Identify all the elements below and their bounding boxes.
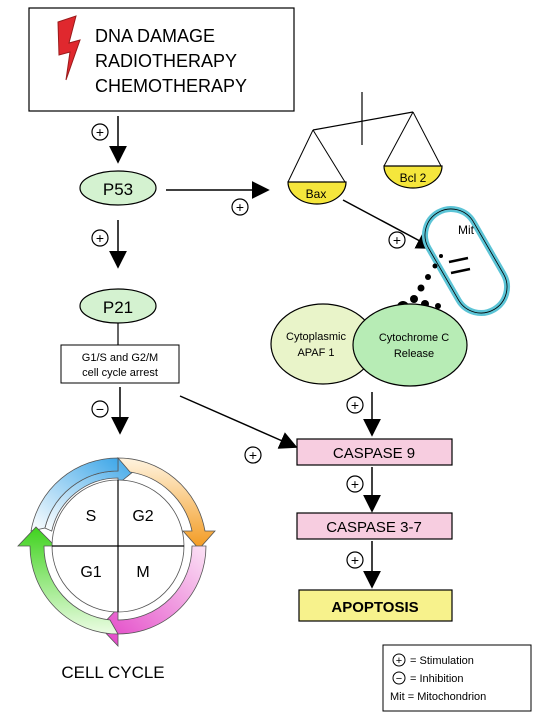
- stimulation-sign: +: [244, 446, 262, 464]
- arrow-bax-to-mit: [342, 199, 435, 249]
- svg-text:+: +: [96, 124, 104, 140]
- caspase9-label: CASPASE 9: [333, 445, 415, 462]
- svg-text:−: −: [96, 401, 104, 417]
- stimulation-sign: +: [91, 229, 109, 247]
- cell-cycle-title: CELL CYCLE: [61, 663, 164, 682]
- stimulation-sign: +: [231, 198, 249, 216]
- phase-s-label: S: [86, 508, 97, 525]
- phase-m-label: M: [136, 564, 149, 581]
- inhibition-sign: −: [91, 400, 109, 418]
- p53-label: P53: [103, 180, 133, 199]
- svg-text:G1/S and G2/M: G1/S and G2/M: [82, 352, 158, 364]
- bcl2-pan: Bcl 2: [383, 165, 443, 189]
- stimulation-sign: +: [91, 123, 109, 141]
- p21-label: P21: [103, 298, 133, 317]
- trigger-radiotherapy: RADIOTHERAPY: [95, 51, 237, 71]
- cell-cycle-wheel: S G2 G1 M: [17, 457, 216, 648]
- cycle-arc-green: [17, 526, 119, 635]
- svg-text:+: +: [396, 655, 402, 667]
- bax-label: Bax: [306, 187, 327, 201]
- svg-text:APAF 1: APAF 1: [297, 347, 334, 359]
- mitochondrion: Mit: [422, 206, 510, 316]
- svg-text:+: +: [351, 397, 359, 413]
- stimulation-sign: +: [346, 551, 364, 569]
- phase-g1-label: G1: [80, 564, 101, 581]
- trigger-chemotherapy: CHEMOTHERAPY: [95, 76, 247, 96]
- arrow-arrest-to-caspase9: [179, 395, 298, 449]
- legend-mit: Mit = Mitochondrion: [390, 691, 486, 703]
- cell-cycle-arrest-box: G1/S and G2/M cell cycle arrest: [60, 344, 180, 384]
- p21-node: P21: [79, 288, 157, 324]
- apoptosis-box: APOPTOSIS: [298, 589, 453, 622]
- bcl2-label: Bcl 2: [400, 171, 427, 185]
- svg-text:+: +: [236, 199, 244, 215]
- svg-text:+: +: [249, 447, 257, 463]
- svg-text:+: +: [96, 230, 104, 246]
- svg-text:+: +: [351, 476, 359, 492]
- mit-label: Mit: [458, 223, 475, 237]
- svg-text:+: +: [393, 232, 401, 248]
- legend-stimulation: = Stimulation: [410, 655, 474, 667]
- caspase37-box: CASPASE 3-7: [296, 512, 453, 540]
- phase-g2-label: G2: [132, 508, 153, 525]
- caspase37-label: CASPASE 3-7: [326, 519, 422, 536]
- cycle-arc-orange: [117, 457, 216, 550]
- svg-text:−: −: [396, 673, 402, 685]
- svg-text:cell cycle arrest: cell cycle arrest: [82, 367, 158, 379]
- svg-text:+: +: [351, 552, 359, 568]
- apaf1-node: Cytoplasmic APAF 1: [270, 303, 376, 385]
- bax-pan: Bax: [287, 181, 347, 205]
- trigger-dna-damage: DNA DAMAGE: [95, 26, 215, 46]
- trigger-box: DNA DAMAGE RADIOTHERAPY CHEMOTHERAPY: [28, 7, 295, 112]
- caspase9-box: CASPASE 9: [296, 438, 453, 466]
- stimulation-sign: +: [346, 475, 364, 493]
- svg-text:Release: Release: [394, 348, 434, 360]
- legend-inhibition: = Inhibition: [410, 673, 464, 685]
- balance-scale: [287, 92, 442, 183]
- svg-text:Cytochrome C: Cytochrome C: [379, 332, 449, 344]
- lightning-icon: [57, 15, 81, 81]
- p53-node: P53: [79, 170, 157, 206]
- apoptosis-label: APOPTOSIS: [331, 599, 418, 616]
- legend-box: + = Stimulation − = Inhibition Mit = Mit…: [382, 644, 532, 712]
- stimulation-sign: +: [388, 231, 406, 249]
- cytochrome-c-node: Cytochrome C Release: [352, 303, 468, 387]
- svg-text:Cytoplasmic: Cytoplasmic: [286, 331, 346, 343]
- stimulation-sign: +: [346, 396, 364, 414]
